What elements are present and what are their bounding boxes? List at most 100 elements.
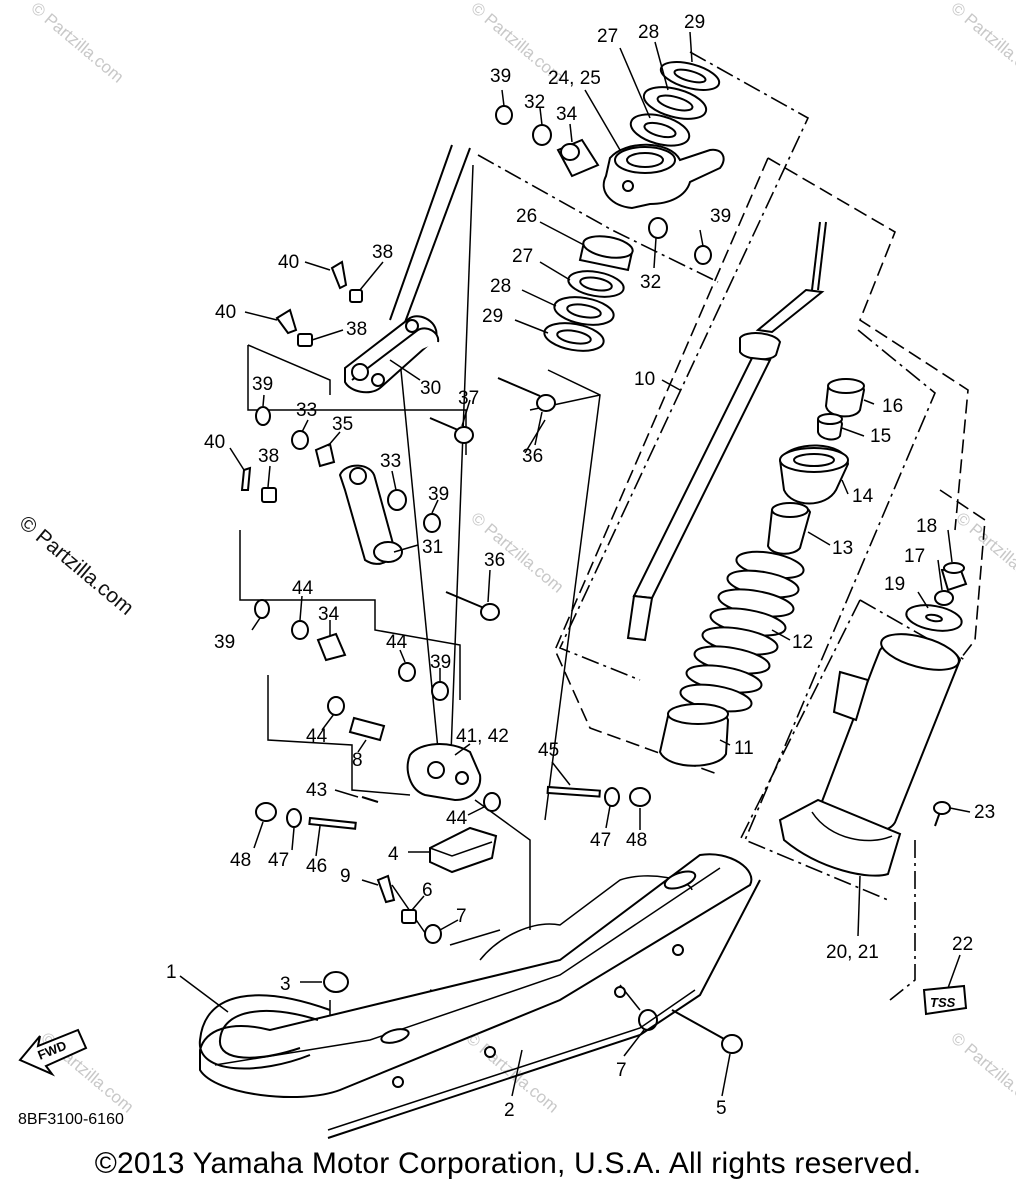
callouts: 29 28 27 24, 25 39 32 34 26 39 27 32 28 …	[166, 12, 995, 1121]
fwd-arrow: FWD	[18, 1028, 88, 1077]
copyright-text: ©2013 Yamaha Motor Corporation, U.S.A. A…	[94, 1147, 922, 1180]
shock-top-hardware	[905, 562, 968, 632]
callout: 27	[597, 26, 618, 47]
steering-arm	[602, 143, 725, 210]
callout: 34	[556, 104, 578, 125]
top-bushings	[495, 105, 712, 265]
callout: 48	[230, 850, 251, 871]
bearing-stack-lower	[543, 235, 634, 352]
pins	[255, 785, 651, 830]
callout: 35	[332, 414, 353, 435]
callout: 3	[280, 974, 291, 995]
callout: 32	[640, 272, 661, 293]
leader-lines	[179, 31, 971, 1097]
shock-body	[778, 633, 962, 877]
coil-spring	[679, 550, 805, 713]
callout: 39	[428, 484, 449, 505]
small-hardware	[240, 260, 449, 742]
callout: 10	[634, 369, 655, 390]
watermark: © Partzilla.com	[27, 0, 127, 87]
callout: 2	[504, 1100, 515, 1121]
callout: 41, 42	[456, 726, 509, 747]
callout: 33	[296, 400, 317, 421]
callout: 31	[422, 537, 443, 558]
watermark: © Partzilla.com	[467, 509, 567, 597]
callout: 44	[386, 632, 408, 653]
spindle-bracket	[406, 743, 482, 802]
watermark: © Partzilla.com	[947, 0, 1016, 87]
callout: 27	[512, 246, 533, 267]
watermark: © Partzilla.com	[947, 1029, 1016, 1117]
callout: 22	[952, 934, 973, 955]
upper-link	[344, 315, 440, 394]
callout: 15	[870, 426, 891, 447]
callout: 7	[616, 1060, 627, 1081]
callout: 39	[430, 652, 451, 673]
ski-bolt	[671, 1009, 743, 1054]
callout: 19	[884, 574, 905, 595]
callout: 20, 21	[826, 942, 879, 963]
callout: 34	[318, 604, 340, 625]
callout: 24, 25	[548, 68, 601, 89]
callout: 9	[340, 866, 351, 887]
callout: 29	[684, 12, 705, 33]
tss-label: TSS	[930, 995, 956, 1010]
callout: 28	[638, 22, 659, 43]
wear-block	[429, 826, 498, 874]
callout: 48	[626, 830, 647, 851]
callout: 29	[482, 306, 503, 327]
callout: 33	[380, 451, 401, 472]
callout: 46	[306, 856, 327, 877]
callout: 1	[166, 962, 177, 983]
callout: 32	[524, 92, 545, 113]
spindle-hardware	[323, 874, 658, 1031]
bolts	[429, 377, 556, 621]
callout: 37	[458, 388, 479, 409]
callout: 40	[215, 302, 236, 323]
callout: 44	[446, 808, 468, 829]
lower-spring-seat	[658, 703, 730, 767]
callout: 44	[292, 578, 314, 599]
damper-rod	[626, 221, 827, 642]
callout: 16	[882, 396, 903, 417]
bearing-stack-top	[629, 61, 721, 147]
tss-decal: TSS	[922, 984, 968, 1016]
callout: 6	[422, 880, 433, 901]
callout: 5	[716, 1098, 727, 1119]
callout: 39	[252, 374, 273, 395]
callout: 17	[904, 546, 925, 567]
callout: 45	[538, 740, 559, 761]
callout: 39	[710, 206, 731, 227]
callout: 40	[278, 252, 299, 273]
callout: 38	[346, 319, 367, 340]
callout: 26	[516, 206, 537, 227]
callout: 23	[974, 802, 995, 823]
callout: 14	[852, 486, 874, 507]
callout: 38	[372, 242, 393, 263]
callout: 47	[590, 830, 611, 851]
callout: 39	[490, 66, 511, 87]
callout: 36	[484, 550, 505, 571]
steering-rod	[389, 144, 601, 821]
callout: 30	[420, 378, 441, 399]
callout: 11	[734, 738, 754, 759]
callout: 38	[258, 446, 279, 467]
ski	[198, 853, 761, 1139]
watermark-main: © Partzilla.com	[15, 511, 138, 620]
callout: 8	[352, 750, 363, 771]
callout: 40	[204, 432, 225, 453]
callout: 44	[306, 726, 328, 747]
callout: 28	[490, 276, 511, 297]
callout: 18	[916, 516, 937, 537]
callout: 7	[456, 906, 467, 927]
callout: 47	[268, 850, 289, 871]
lower-link	[338, 464, 403, 565]
callout: 39	[214, 632, 235, 653]
spring-seats	[766, 378, 866, 555]
diagram-code: 8BF3100-6160	[18, 1111, 124, 1128]
callout: 43	[306, 780, 327, 801]
callout: 4	[388, 844, 399, 865]
callout: 36	[522, 446, 543, 467]
callout: 12	[792, 632, 813, 653]
